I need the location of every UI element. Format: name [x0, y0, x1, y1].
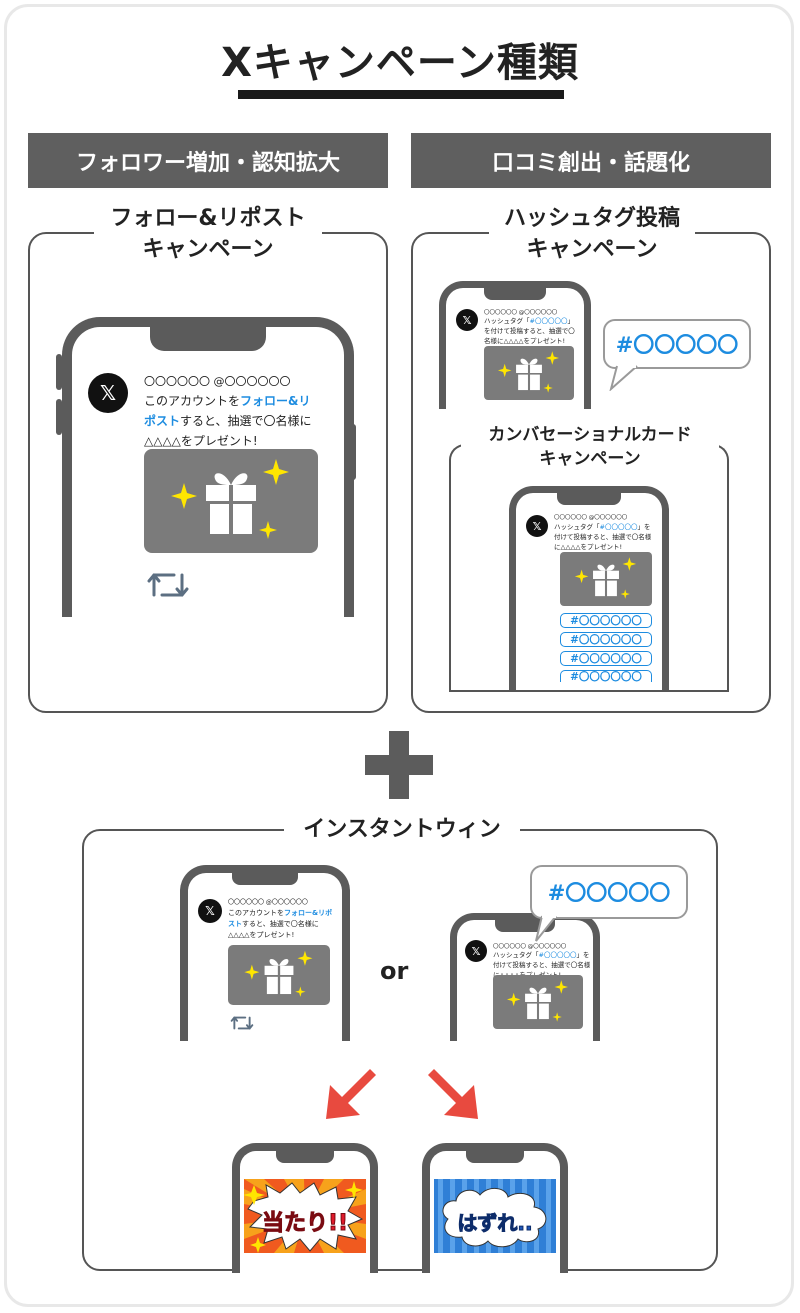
conversational-panel-bottom [449, 690, 729, 692]
conversational-title-line2: キャンペーン [539, 448, 641, 469]
gift-image [560, 552, 652, 606]
tweet-account: 〇〇〇〇〇〇 @〇〇〇〇〇〇 [228, 899, 308, 906]
gift-image [228, 945, 330, 1005]
lose-cloud-image [434, 1179, 556, 1253]
tweet-text-after: すると、抽選で〇名様に△△△△をプレゼント! [228, 920, 319, 939]
win-label: 当たり!! [261, 1211, 349, 1237]
x-logo-icon: 𝕏 [456, 309, 478, 331]
follow-repost-panel: フォロー&リポスト キャンペーン 𝕏 〇〇〇〇〇〇 @〇〇〇〇〇〇 このアカウン… [28, 204, 388, 713]
x-logo-icon: 𝕏 [465, 940, 487, 962]
tweet-text-highlight: フォロー&リポスト [228, 909, 333, 928]
arrow-down-right-icon [428, 1067, 478, 1119]
phone-hashtag: 𝕏 〇〇〇〇〇〇 @〇〇〇〇〇〇 ハッシュタグ「#〇〇〇〇〇」を付けて投稿すると… [439, 281, 591, 409]
hashtag-choice-button[interactable]: #〇〇〇〇〇〇 [560, 670, 652, 683]
tweet-text-after: すると、抽選で〇名様に△△△△をプレゼント! [144, 414, 312, 448]
phone-notch [232, 871, 298, 885]
gift-image [493, 975, 583, 1029]
phone-follow-repost: 𝕏 〇〇〇〇〇〇 @〇〇〇〇〇〇 このアカウントをフォロー&リポストすると、抽選… [62, 317, 354, 617]
tweet-account: 〇〇〇〇〇〇 @〇〇〇〇〇〇 [484, 310, 558, 316]
hashtag-title-line2: キャンペーン [526, 236, 658, 262]
hashtag-bubble: #〇〇〇〇〇 [603, 319, 751, 369]
follow-repost-title: フォロー&リポスト キャンペーン [94, 204, 322, 266]
gift-icon [506, 980, 568, 1022]
gift-icon [244, 950, 313, 997]
gift-icon [171, 459, 289, 539]
gift-image [144, 449, 318, 553]
gift-image [484, 346, 574, 400]
tweet-text-before: このアカウントを [144, 394, 241, 408]
category-follower-growth: フォロワー増加・認知拡大 [28, 133, 388, 188]
bubble-tail [609, 365, 638, 391]
tweet-text-after: 」を付けて投稿すると、抽選で〇名様に△△△△をプレゼント! [484, 317, 575, 345]
tweet-text-after: 」を付けて投稿すると、抽選で〇名様に△△△△をプレゼント! [554, 523, 652, 551]
phone-notch [484, 286, 546, 300]
plus-icon [389, 731, 409, 799]
conversational-title: カンバセーショナルカード キャンペーン [461, 424, 719, 472]
x-logo-icon: 𝕏 [526, 515, 548, 537]
hashtag-choice-button[interactable]: #〇〇〇〇〇〇 [560, 632, 652, 647]
tweet-text: このアカウントをフォロー&リポストすると、抽選で〇名様に△△△△をプレゼント! [144, 391, 320, 451]
page-title: Xキャンペーン種類 [221, 40, 579, 86]
win-burst-image [244, 1179, 366, 1253]
tweet-text-before: ハッシュタグ「 [493, 951, 539, 959]
arrow-down-left-icon [326, 1067, 376, 1119]
phone-notch [276, 1149, 334, 1163]
tweet-account: 〇〇〇〇〇〇 @〇〇〇〇〇〇 [144, 375, 291, 388]
tweet-text-before: ハッシュタグ「 [484, 317, 530, 325]
phone-conversational: 𝕏 〇〇〇〇〇〇 @〇〇〇〇〇〇 ハッシュタグ「#〇〇〇〇〇」を付けて投稿すると… [509, 486, 669, 692]
title-underline [238, 90, 564, 99]
lose-label: はずれ.. [457, 1211, 533, 1236]
x-logo-icon: 𝕏 [88, 373, 128, 413]
phone-instant-hashtag: 𝕏 〇〇〇〇〇〇 @〇〇〇〇〇〇 ハッシュタグ「#〇〇〇〇〇」を付けて投稿すると… [450, 913, 600, 1041]
hashtag-title: ハッシュタグ投稿 キャンペーン [489, 204, 695, 266]
phone-win: 当たり!! [232, 1143, 378, 1273]
gift-icon [574, 557, 637, 599]
tweet-account: 〇〇〇〇〇〇 @〇〇〇〇〇〇 [554, 515, 628, 521]
tweet-account: 〇〇〇〇〇〇 @〇〇〇〇〇〇 [493, 944, 567, 950]
gift-icon [497, 351, 559, 393]
hashtag-panel: ハッシュタグ投稿 キャンペーン 𝕏 〇〇〇〇〇〇 @〇〇〇〇〇〇 ハッシュタグ「… [411, 204, 771, 713]
hashtag-choice-button[interactable]: #〇〇〇〇〇〇 [560, 651, 652, 666]
category-word-of-mouth: 口コミ創出・話題化 [411, 133, 771, 188]
tweet-text-highlight: #〇〇〇〇〇 [599, 523, 638, 531]
follow-repost-title-line2: キャンペーン [142, 236, 274, 262]
tweet-text: ハッシュタグ「#〇〇〇〇〇」を付けて投稿すると、抽選で〇名様に△△△△をプレゼン… [554, 522, 654, 552]
tweet-text: ハッシュタグ「#〇〇〇〇〇」を付けて投稿すると、抽選で〇名様に△△△△をプレゼン… [484, 316, 580, 346]
conversational-panel: カンバセーショナルカード キャンペーン 𝕏 〇〇〇〇〇〇 @〇〇〇〇〇〇 ハッシ… [449, 424, 729, 692]
conversational-title-line1: カンバセーショナルカード [488, 425, 692, 445]
tweet-text: このアカウントをフォロー&リポストすると、抽選で〇名様に△△△△をプレゼント! [228, 908, 334, 941]
bubble-tail [535, 915, 557, 942]
phone-notch [150, 325, 266, 351]
instant-win-panel: インスタントウィン 𝕏 〇〇〇〇〇〇 @〇〇〇〇〇〇 このアカウントをフォロー&… [82, 815, 718, 1273]
x-logo-icon: 𝕏 [198, 899, 222, 923]
or-label: or [380, 957, 409, 985]
tweet-text-highlight: フォロー&リポスト [144, 394, 311, 428]
tweet-text-before: このアカウントを [228, 909, 284, 917]
phone-lose: はずれ.. [422, 1143, 568, 1273]
phone-side-button [56, 399, 62, 435]
follow-repost-title-line1: フォロー&リポスト [110, 206, 306, 231]
hashtag-choice-button[interactable]: #〇〇〇〇〇〇 [560, 613, 652, 628]
tweet-text-highlight: #〇〇〇〇〇 [529, 317, 568, 325]
hashtag-bubble: #〇〇〇〇〇 [530, 865, 688, 919]
phone-side-button [56, 354, 62, 390]
tweet-text-highlight: #〇〇〇〇〇 [538, 951, 577, 959]
repost-icon [147, 573, 189, 597]
phone-instant-follow: 𝕏 〇〇〇〇〇〇 @〇〇〇〇〇〇 このアカウントをフォロー&リポストすると、抽選… [180, 865, 350, 1041]
phone-notch [466, 1149, 524, 1163]
instant-win-title: インスタントウィン [284, 815, 520, 846]
tweet-text-before: ハッシュタグ「 [554, 523, 600, 531]
repost-icon [230, 1016, 254, 1030]
hashtag-title-line1: ハッシュタグ投稿 [503, 206, 680, 231]
phone-notch [557, 491, 621, 505]
